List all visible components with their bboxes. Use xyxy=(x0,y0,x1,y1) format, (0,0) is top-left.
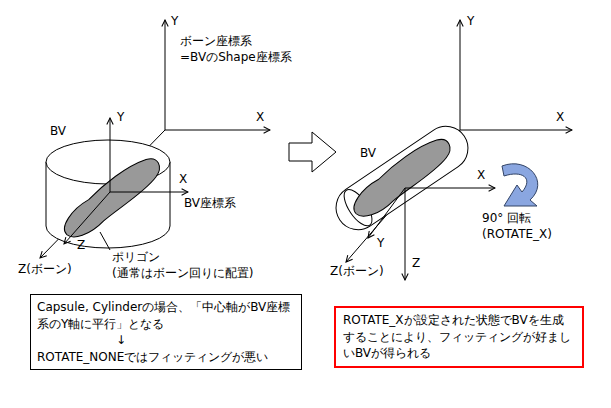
axis-label: X xyxy=(256,110,264,126)
bv-x-axis xyxy=(110,192,188,193)
polygon-note: ポリゴン (通常はボーン回りに配置) xyxy=(112,250,287,281)
axis-label: Z xyxy=(77,238,85,254)
bone-x-axis xyxy=(165,130,270,131)
axis-label: Y xyxy=(467,14,474,30)
transition-arrow xyxy=(289,132,336,172)
capsule-body xyxy=(328,118,477,238)
bv-z-axis xyxy=(405,188,406,280)
axis-label: X xyxy=(477,168,485,184)
note-text: Capsule, Cylinderの場合、「中心軸がBV座標系のY軸に平行」とな… xyxy=(37,299,295,332)
down-arrow: ↓ xyxy=(37,332,295,349)
axis-label: Y xyxy=(117,110,124,126)
axis-label: Z xyxy=(412,256,420,272)
bv-z-axis xyxy=(64,192,110,244)
bv-label: BV xyxy=(360,146,376,162)
axis-label: X xyxy=(179,172,187,188)
axis-label: Z(ボーン) xyxy=(330,264,384,280)
coordinate-note: ボーン座標系 =BVのShape座標系 xyxy=(180,34,315,65)
polygon-shape xyxy=(345,132,459,223)
rotation-arrow xyxy=(502,164,538,206)
leader-line xyxy=(100,232,110,250)
bone-x-axis xyxy=(460,130,572,131)
rotation-note: 90° 回転 (ROTATE_X) xyxy=(482,211,564,242)
highlight-box: ROTATE_Xが設定された状態でBVを生成することにより、フィッティングが好ま… xyxy=(334,306,584,368)
coordinate-label: BV座標系 xyxy=(184,196,236,212)
bone-y-axis xyxy=(460,20,461,130)
axis-label: Z(ボーン) xyxy=(18,262,72,278)
note-box: Capsule, Cylinderの場合、「中心軸がBV座標系のY軸に平行」とな… xyxy=(30,294,302,370)
polygon-shape xyxy=(55,152,168,244)
bv-label: BV xyxy=(50,124,66,140)
bv-y-axis xyxy=(110,118,111,192)
axis-label: Y xyxy=(377,236,384,252)
axis-label: X xyxy=(556,110,564,126)
bv-x-axis xyxy=(405,188,495,189)
note-text: ROTATE_NONEではフィッティングが悪い xyxy=(37,349,295,366)
bv-y-axis xyxy=(368,188,405,238)
axis-label: Y xyxy=(171,14,178,30)
conclusion-text: ROTATE_Xが設定された状態でBVを生成することにより、フィッティングが好ま… xyxy=(343,312,575,362)
bone-y-axis xyxy=(165,20,166,130)
